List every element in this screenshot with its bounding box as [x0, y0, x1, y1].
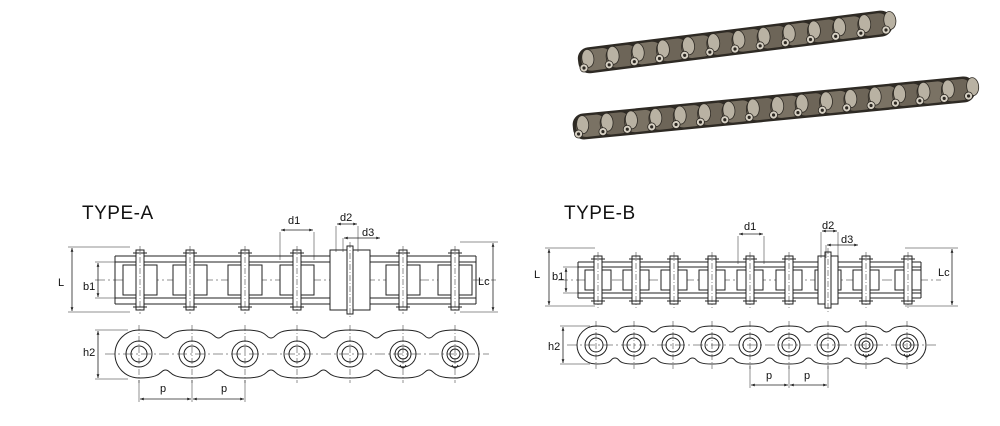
label-L: L [534, 269, 540, 281]
type-a-title: TYPE-A [82, 203, 154, 224]
label-d3: d3 [362, 227, 374, 239]
label-h2: h2 [548, 341, 560, 353]
label-d1: d1 [744, 221, 756, 233]
label-Lc: Lc [478, 276, 490, 288]
label-h2: h2 [83, 347, 95, 359]
label-p-1: p [160, 383, 166, 395]
label-d3: d3 [841, 234, 853, 246]
label-b1: b1 [83, 281, 95, 293]
type-b-title: TYPE-B [564, 203, 636, 224]
label-d1: d1 [288, 215, 300, 227]
label-p-2: p [804, 370, 810, 382]
label-p-1: p [766, 370, 772, 382]
label-b1: b1 [552, 271, 564, 283]
label-d2: d2 [822, 220, 834, 232]
label-L: L [58, 277, 64, 289]
label-Lc: Lc [938, 267, 950, 279]
label-d2: d2 [340, 212, 352, 224]
label-p-2: p [221, 383, 227, 395]
